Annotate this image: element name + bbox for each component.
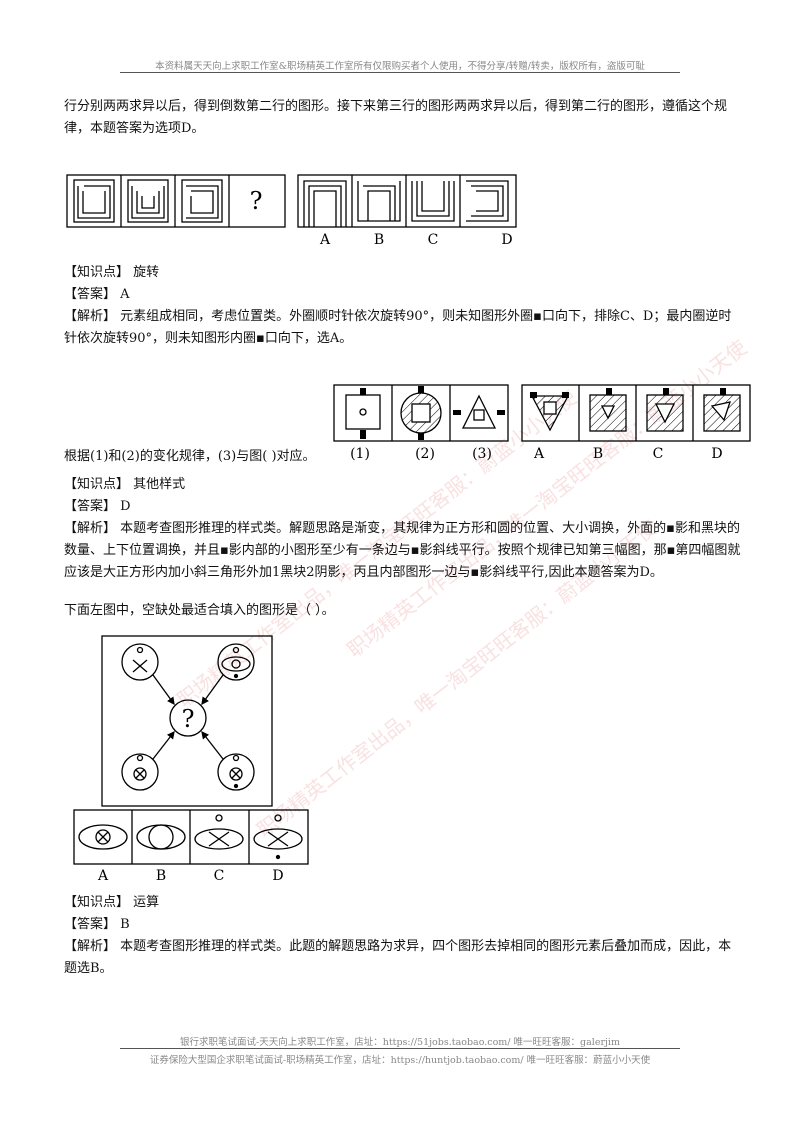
q2-question: 根据(1)和(2)的变化规律，(3)与图( )对应。 [64, 449, 316, 464]
q2-figure: (1) (2) (3) A B C D [333, 384, 751, 462]
q3-option-b: B [156, 868, 166, 884]
q1-option-c: C [428, 232, 439, 248]
q1-knowledge: 【知识点】 旋转 [64, 265, 160, 280]
q2-option-b: B [593, 446, 603, 462]
q2-analysis: 【解析】 本题考查图形推理的样式类。解题思路是渐变，其规律为正方形和圆的位置、大… [64, 521, 741, 580]
q3-figure: ? A B C D [73, 635, 309, 884]
q1-paragraph: 行分别两两求异以后，得到倒数第二行的图形。接下来第三行的图形两两求异以后，得到第… [64, 99, 728, 136]
footer-rule [120, 1048, 680, 1049]
q3-question-mark: ? [182, 705, 195, 733]
q2-option-c: C [653, 446, 664, 462]
footer-line-1: 银行求职笔试面试-天天向上求职工作室，店址：https://51jobs.tao… [180, 1037, 620, 1048]
q1-analysis: 【解析】 元素组成相同，考虑位置类。外圈顺时针依次旋转90°，则未知图形外圈▪口… [64, 309, 732, 346]
footer-line-2: 证券保险大型国企求职笔试面试-职场精英工作室，店址：https://huntjo… [149, 1055, 651, 1066]
q3-option-a: A [97, 868, 109, 884]
q2-knowledge: 【知识点】 其他样式 [64, 477, 186, 492]
q1-option-d: D [501, 232, 512, 248]
q3-analysis: 【解析】 本题考查图形推理的样式类。此题的解题思路为求异，四个图形去掉相同的图形… [64, 939, 732, 976]
q1-answer: 【答案】 A [64, 287, 130, 302]
q3-knowledge: 【知识点】 运算 [64, 895, 160, 910]
q2-label-1: (1) [350, 446, 370, 462]
q2-answer: 【答案】 D [64, 499, 131, 514]
q2-option-a: A [533, 446, 545, 462]
q3-option-c: C [214, 868, 225, 884]
q2-option-d: D [711, 446, 722, 462]
header-rule [120, 72, 680, 73]
q2-label-2: (2) [415, 446, 435, 462]
q3-option-d: D [272, 868, 283, 884]
q3-answer: 【答案】 B [64, 917, 130, 932]
q2-label-3: (3) [472, 446, 492, 462]
page-header: 本资料属天天向上求职工作室&职场精英工作室所有仅限购买者个人使用，不得分享/转赠… [155, 61, 645, 72]
q1-option-b: B [374, 232, 384, 248]
q1-question-mark: ? [250, 187, 263, 215]
q1-option-a: A [319, 232, 331, 248]
q3-question: 下面左图中，空缺处最适合填入的图形是（ ）。 [64, 603, 335, 618]
q1-figure: ? A B C D [66, 174, 517, 248]
